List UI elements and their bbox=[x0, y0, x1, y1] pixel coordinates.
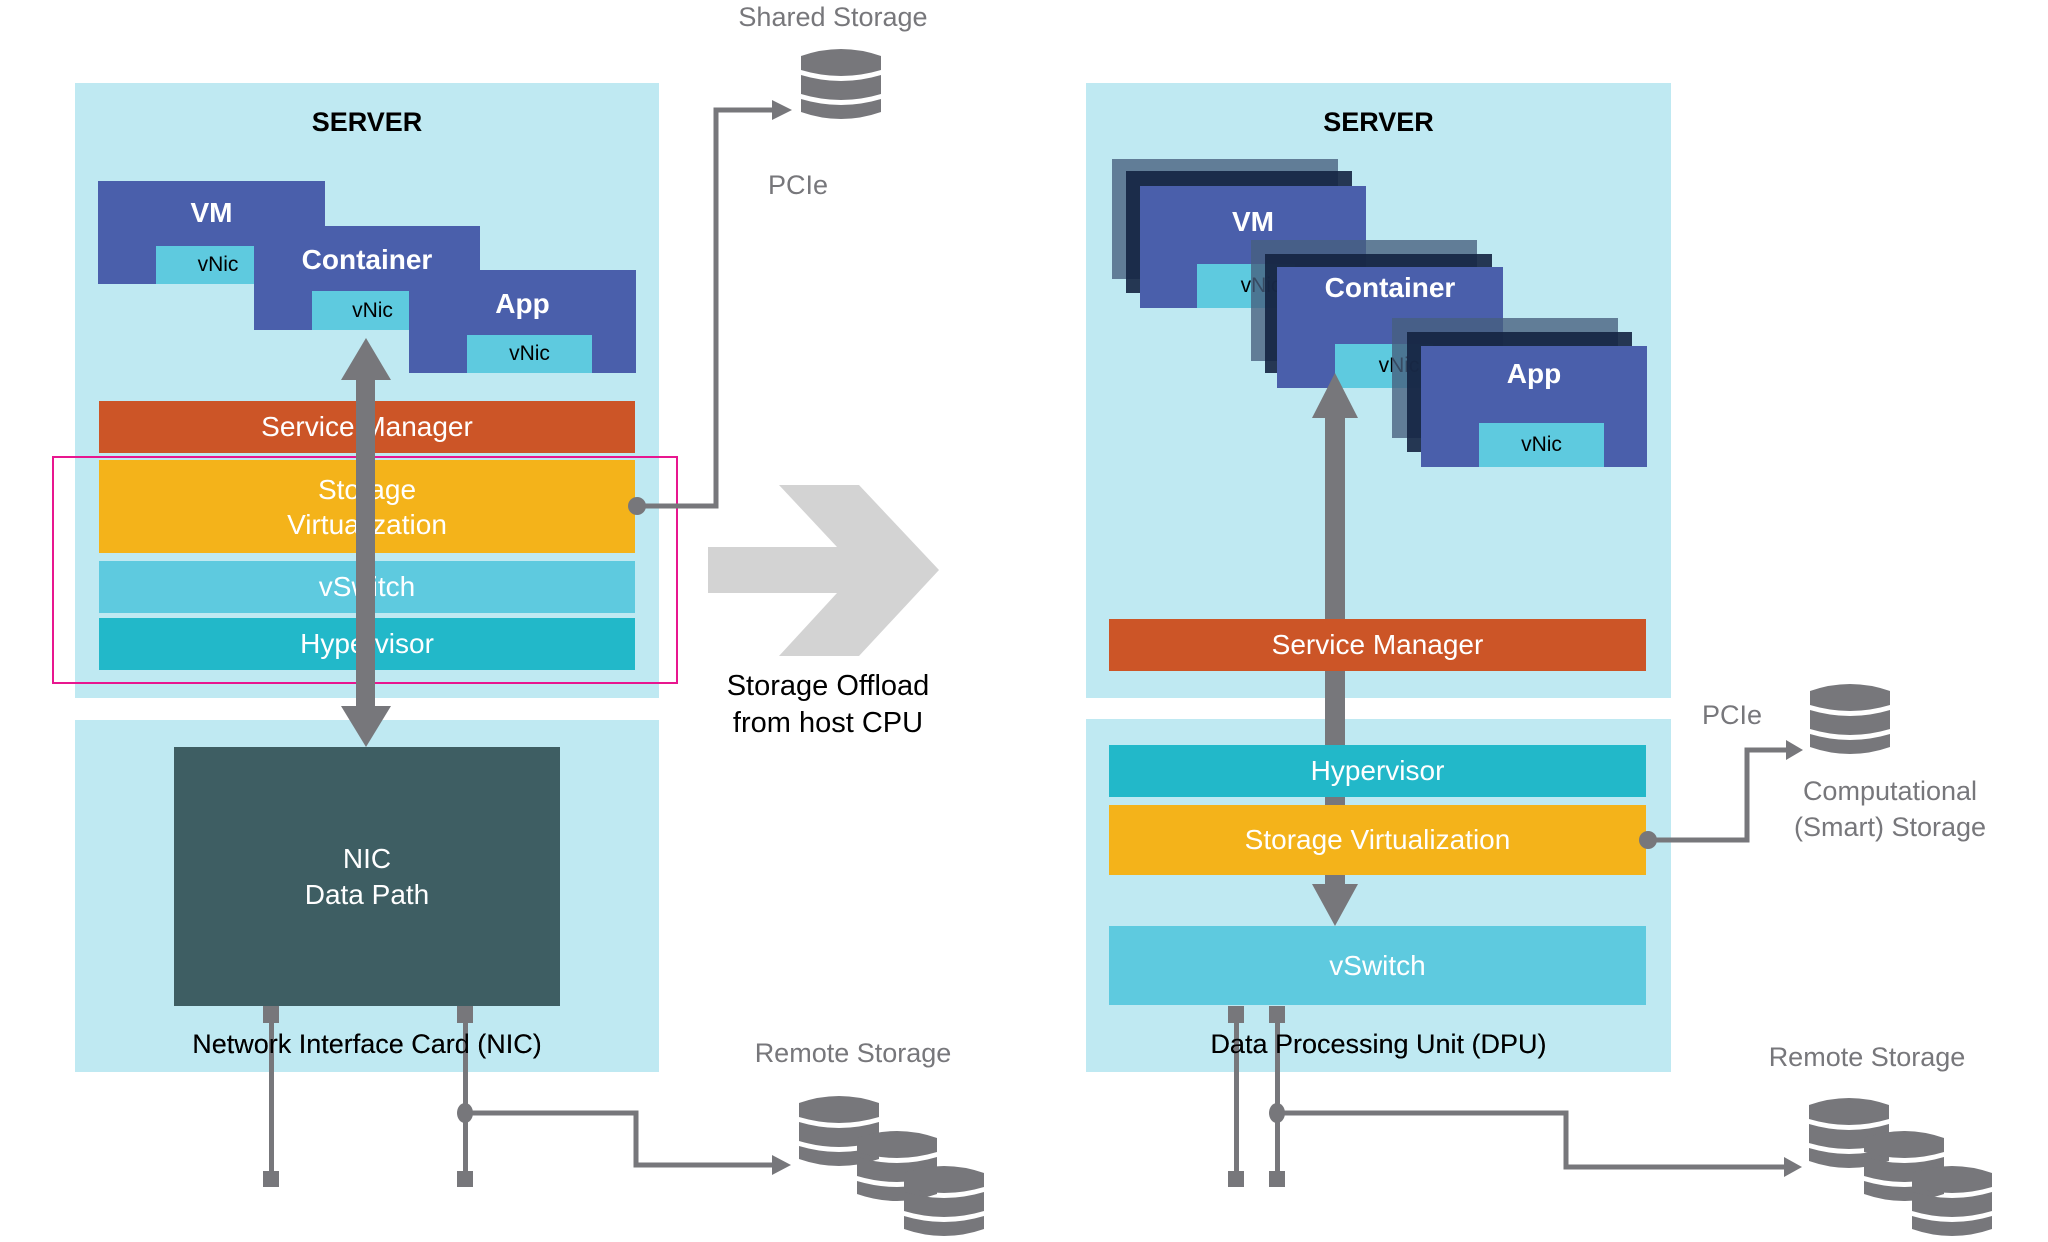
right-pcie-connector bbox=[1639, 740, 1803, 849]
right-hypervisor-text: Hypervisor bbox=[1310, 755, 1445, 786]
right-vm-label: VM bbox=[1232, 206, 1274, 237]
left-remote-db-icon-1 bbox=[799, 1096, 879, 1166]
dpu-port-1 bbox=[1228, 1006, 1244, 1187]
dpu-caption: Data Processing Unit (DPU) bbox=[1210, 1028, 1547, 1059]
nic-port-1 bbox=[263, 1006, 279, 1187]
computational-storage-line1: Computational bbox=[1802, 776, 1978, 806]
offload-caption-line2: from host CPU bbox=[732, 707, 924, 739]
nic-caption: Network Interface Card (NIC) bbox=[192, 1028, 542, 1059]
shared-storage-db-icon bbox=[801, 49, 881, 119]
computational-storage-label: Computational (Smart) Storage bbox=[1760, 772, 2020, 846]
left-app-label: App bbox=[495, 288, 550, 319]
right-app-vnic: vNic bbox=[1479, 423, 1604, 467]
computational-storage-line2: (Smart) Storage bbox=[1793, 812, 1987, 842]
left-server-title: SERVER bbox=[311, 106, 423, 137]
left-vm-vnic: vNic bbox=[156, 246, 254, 284]
nic-port-2 bbox=[457, 1006, 473, 1187]
right-vswitch: vSwitch bbox=[1109, 926, 1646, 1005]
right-container-label: Container bbox=[1324, 272, 1456, 303]
dpu-caption-overlay: Data Processing Unit (DPU) bbox=[1210, 1028, 1547, 1059]
shared-storage-label: Shared Storage bbox=[738, 1, 928, 32]
left-remote-connector bbox=[465, 1110, 791, 1175]
left-container-label: Container bbox=[301, 244, 433, 275]
right-remote-db-icon-1 bbox=[1809, 1098, 1889, 1168]
right-remote-storage-label: Remote Storage bbox=[1768, 1041, 1966, 1072]
nic-datapath-label: Data Path bbox=[304, 878, 430, 910]
left-pcie-label: PCIe bbox=[767, 169, 829, 200]
left-pcie-connector bbox=[628, 100, 792, 515]
nic-caption-overlay: Network Interface Card (NIC) bbox=[192, 1028, 542, 1059]
left-up-arrow-icon bbox=[341, 338, 391, 678]
offload-caption: Storage Offload from host CPU bbox=[678, 665, 978, 745]
left-vm-label: VM bbox=[190, 197, 233, 228]
right-storage-virtualization-text: Storage Virtualization bbox=[1244, 824, 1511, 855]
nic-label: NIC bbox=[342, 842, 392, 874]
right-service-manager-text: Service Manager bbox=[1271, 629, 1484, 660]
right-server-title: SERVER bbox=[1323, 106, 1434, 137]
computational-storage-db-icon bbox=[1810, 684, 1890, 754]
offload-arrow-icon bbox=[708, 485, 939, 656]
right-remote-db-icon-3 bbox=[1912, 1166, 1992, 1236]
right-remote-connector bbox=[1277, 1110, 1802, 1177]
left-remote-db-icon-3 bbox=[904, 1166, 984, 1236]
offload-caption-line1: Storage Offload bbox=[726, 670, 930, 702]
right-pcie-label: PCIe bbox=[1701, 699, 1763, 730]
left-container-vnic: vNic bbox=[312, 291, 409, 330]
left-app-vnic: vNic bbox=[467, 335, 592, 373]
nic-datapath-box: NIC Data Path bbox=[174, 747, 560, 1006]
left-down-arrow-icon bbox=[341, 670, 391, 747]
right-app-label: App bbox=[1506, 358, 1562, 389]
left-remote-storage-label: Remote Storage bbox=[754, 1037, 952, 1068]
